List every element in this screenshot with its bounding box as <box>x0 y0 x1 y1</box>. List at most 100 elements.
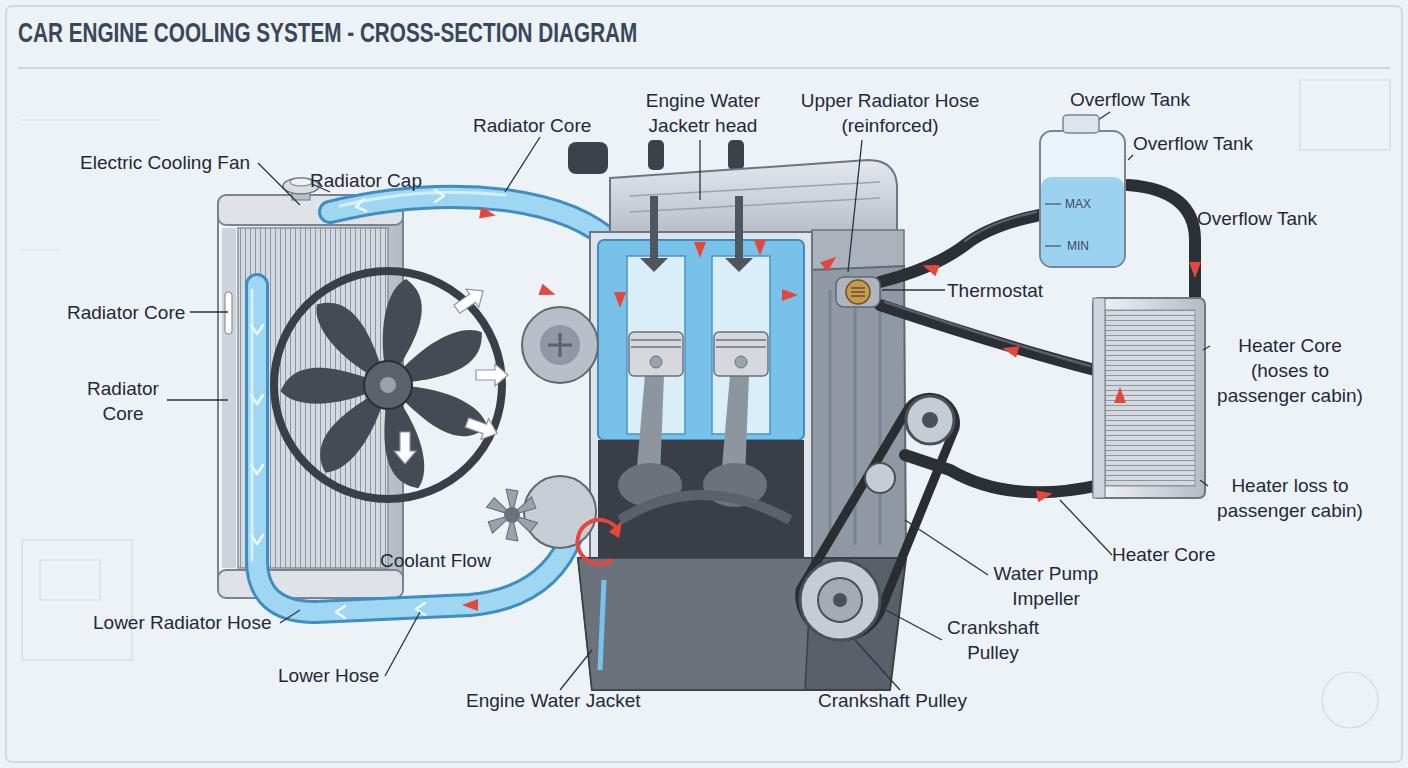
coolant-hose <box>330 197 615 245</box>
oil-pan <box>578 558 906 690</box>
part-label: Radiator Cap <box>310 168 422 193</box>
part-label: Thermostat <box>947 278 1043 303</box>
tank-body <box>1040 131 1125 267</box>
part-label: Overflow Tank <box>1197 206 1317 231</box>
part-label: Upper Radiator Hose (reinforced) <box>790 88 990 138</box>
alternator <box>522 307 598 383</box>
flow-chevrons <box>355 199 366 212</box>
piston <box>629 332 768 376</box>
part-label: Crankshaft Pulley <box>937 615 1049 665</box>
part-label: Lower Radiator Hose <box>93 610 271 635</box>
tank-cap <box>1063 115 1099 133</box>
cooling-fan <box>364 361 412 409</box>
background <box>40 560 100 600</box>
crankcase <box>598 440 804 560</box>
water-jacket <box>598 240 804 440</box>
heater-core <box>1093 298 1105 498</box>
leader-line <box>882 289 945 290</box>
thermostat <box>846 280 870 304</box>
part-label: Engine Water Jacketr head <box>638 88 768 138</box>
flow-arrows <box>462 599 478 611</box>
flow-arrows <box>476 364 508 386</box>
background <box>1322 672 1378 728</box>
water-jacket <box>725 258 753 272</box>
coolant-hose <box>252 192 615 612</box>
part-label: Radiator Core <box>473 113 591 138</box>
piston <box>714 332 768 376</box>
part-label: Overflow Tank <box>1133 131 1253 156</box>
leader-line <box>258 163 300 205</box>
cooling-fan <box>274 271 502 499</box>
background <box>1300 80 1390 150</box>
flow-chevrons <box>251 535 263 544</box>
alternator <box>522 307 598 383</box>
rubber-hose <box>880 185 1195 492</box>
diagram-title: CAR ENGINE COOLING SYSTEM - CROSS-SECTIO… <box>18 16 637 50</box>
leader-line <box>560 650 592 690</box>
part-label: Overflow Tank <box>1070 87 1190 112</box>
flow-arrows <box>1114 387 1126 403</box>
engine-block <box>648 140 664 170</box>
leader-line <box>699 140 700 200</box>
leader-line <box>1098 112 1110 120</box>
background <box>20 120 160 250</box>
heater-core <box>1093 298 1205 498</box>
water-pump <box>524 476 596 548</box>
flow-arrows <box>820 252 840 271</box>
leader-line <box>1128 155 1133 160</box>
flow-arrows <box>538 284 557 301</box>
part-label: Heater Core <box>1112 542 1216 567</box>
overflow-tank: MAXMIN <box>1035 115 1130 270</box>
flow-chevrons <box>251 465 263 474</box>
alternator <box>540 325 580 365</box>
radiator-cap <box>290 178 312 186</box>
leader-line <box>190 311 228 312</box>
oil-pan <box>600 580 604 670</box>
belt-drive <box>800 560 880 640</box>
thermostat <box>836 277 880 307</box>
flow-chevrons <box>251 325 263 334</box>
leader-line <box>280 610 300 623</box>
leader-line <box>848 140 862 272</box>
belt-drive <box>865 463 895 493</box>
thermostat <box>851 288 865 296</box>
rubber-hose <box>885 302 1090 366</box>
part-label: Engine Water Jacket <box>466 688 641 713</box>
part-label: Water Pump Impeller <box>985 561 1107 611</box>
background <box>22 540 132 660</box>
crankcase <box>721 375 749 478</box>
leader-line <box>1200 480 1208 486</box>
rubber-hose <box>1128 185 1195 300</box>
level-mark: MAX <box>1065 197 1091 211</box>
coolant-hose <box>251 290 254 560</box>
engine-block <box>590 232 812 562</box>
part-label: Lower Hose <box>278 663 379 688</box>
oil-pan <box>578 558 812 690</box>
piston <box>716 340 766 347</box>
heater-core <box>1093 298 1205 498</box>
rubber-hose <box>880 305 1095 370</box>
flow-arrows <box>782 289 798 301</box>
part-label: Crankshaft Pulley <box>818 688 967 713</box>
part-label: Heater loss to passenger cabin) <box>1204 473 1376 523</box>
flow-arrows <box>1036 488 1054 503</box>
belt-drive <box>922 412 938 428</box>
part-label: Electric Cooling Fan <box>80 150 250 175</box>
flow-arrows <box>463 412 501 444</box>
part-label: Coolant Flow <box>380 548 491 573</box>
flow-arrows <box>1189 262 1201 278</box>
oil-pan <box>578 558 906 690</box>
flow-arrows <box>1001 342 1020 358</box>
engine-block <box>630 182 880 212</box>
heater-core <box>1105 310 1195 486</box>
thermostat <box>836 277 880 307</box>
flow-arrows <box>694 242 706 258</box>
rubber-hose <box>905 455 1100 492</box>
piston <box>631 340 681 347</box>
tank-coolant <box>1041 177 1124 266</box>
flow-arrows <box>451 282 490 318</box>
leader-line <box>855 640 900 690</box>
part-label: Heater Core (hoses to passenger cabin) <box>1210 333 1370 408</box>
